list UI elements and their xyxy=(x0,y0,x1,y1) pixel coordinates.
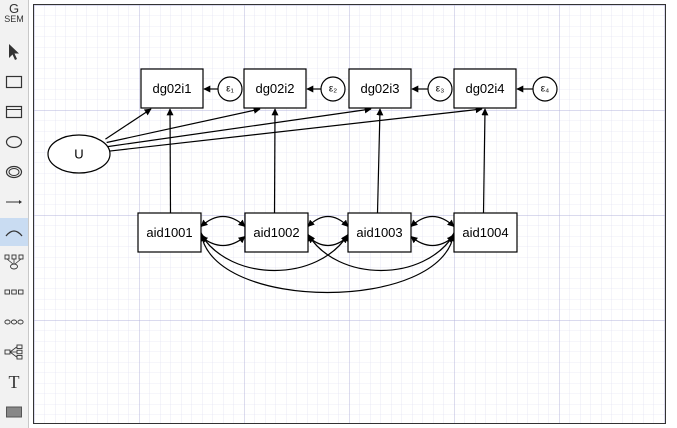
covariance-curve[interactable] xyxy=(198,231,457,294)
generalized-latent-variable-tool-button[interactable] xyxy=(0,158,28,186)
observed-variable-label: dg02i3 xyxy=(360,81,399,96)
latent-variable-u[interactable] xyxy=(47,134,111,174)
observed-variable-aid1004[interactable] xyxy=(453,212,518,253)
path-arrows xyxy=(105,85,533,214)
text-tool-button[interactable]: T xyxy=(0,368,28,396)
generalized-observed-variable-tool-button[interactable] xyxy=(0,98,28,126)
loading-path-arrow[interactable] xyxy=(106,106,261,144)
arrow-pointer-icon xyxy=(9,44,19,60)
observed-variable-dg02i3[interactable] xyxy=(348,68,412,109)
loading-path-arrow[interactable] xyxy=(107,106,372,148)
covariance-curve[interactable] xyxy=(307,215,349,227)
regression-path-arrow[interactable] xyxy=(481,108,489,214)
sem-logo: G SEM xyxy=(0,1,28,24)
arrow-path-icon xyxy=(6,200,22,204)
sem-logo-text: SEM xyxy=(4,14,24,24)
measurement-component-tool-button[interactable] xyxy=(0,248,28,276)
error-term-label: ε₄ xyxy=(541,84,550,95)
observed-variable-label: dg02i2 xyxy=(255,81,294,96)
latent-variable-label: U xyxy=(74,147,83,162)
observed-variable-aid1002[interactable] xyxy=(244,212,309,253)
covariance-curves xyxy=(198,215,457,294)
sem-builder-toolbar: G SEM xyxy=(0,0,29,428)
multilevel-tool-button[interactable] xyxy=(0,338,28,366)
regression-path-arrow[interactable] xyxy=(166,108,174,214)
covariance-curve[interactable] xyxy=(200,233,349,271)
covariance-curve[interactable] xyxy=(307,233,455,271)
covariance-curve[interactable] xyxy=(200,215,246,227)
regression-component-observed-tool-button[interactable] xyxy=(0,278,28,306)
covariance-curve[interactable] xyxy=(410,215,455,227)
sem-logo-letter: G xyxy=(8,1,20,16)
three-ovals-icon xyxy=(4,319,24,325)
observed-variable-dg02i1[interactable] xyxy=(140,68,204,109)
regression-component-latent-tool-button[interactable] xyxy=(0,308,28,336)
multilevel-tree-icon xyxy=(4,344,23,360)
path-tool-button[interactable] xyxy=(0,188,28,216)
observed-variable-label: dg02i4 xyxy=(465,81,504,96)
curved-arrow-icon xyxy=(5,230,23,237)
observed-variable-label: aid1003 xyxy=(356,225,402,240)
three-rectangles-icon xyxy=(4,289,24,295)
error-term-label: ε₁ xyxy=(226,84,234,95)
area-tool-button[interactable] xyxy=(0,398,28,426)
observed-variable-label: aid1004 xyxy=(462,225,508,240)
generalized-rectangle-icon xyxy=(5,105,23,119)
observed-variable-dg02i2[interactable] xyxy=(243,68,307,109)
observed-variable-tool-button[interactable] xyxy=(0,68,28,96)
oval-icon xyxy=(5,135,23,149)
error-term-4[interactable] xyxy=(532,76,558,102)
error-term-label: ε₂ xyxy=(329,84,337,95)
observed-variable-dg02i4[interactable] xyxy=(453,68,517,109)
error-term-1[interactable] xyxy=(217,76,243,102)
error-term-label: ε₃ xyxy=(436,84,445,95)
loading-path-arrow[interactable] xyxy=(105,108,152,140)
error-term-3[interactable] xyxy=(427,76,453,102)
regression-path-arrow[interactable] xyxy=(376,108,384,214)
double-oval-icon xyxy=(5,165,23,179)
select-tool-button[interactable] xyxy=(0,38,28,66)
observed-variable-label: aid1001 xyxy=(146,225,192,240)
observed-variable-aid1003[interactable] xyxy=(347,212,412,253)
observed-variable-label: aid1002 xyxy=(253,225,299,240)
area-rectangle-icon xyxy=(6,406,22,418)
regression-path-arrow[interactable] xyxy=(271,108,279,214)
observed-variable-label: dg02i1 xyxy=(152,81,191,96)
measurement-component-icon xyxy=(4,254,24,270)
covariance-tool-button[interactable] xyxy=(0,218,28,246)
text-t-icon: T xyxy=(8,371,20,392)
error-term-2[interactable] xyxy=(320,76,346,102)
observed-variable-aid1001[interactable] xyxy=(137,212,202,253)
rectangle-icon xyxy=(5,75,23,89)
latent-variable-tool-button[interactable] xyxy=(0,128,28,156)
